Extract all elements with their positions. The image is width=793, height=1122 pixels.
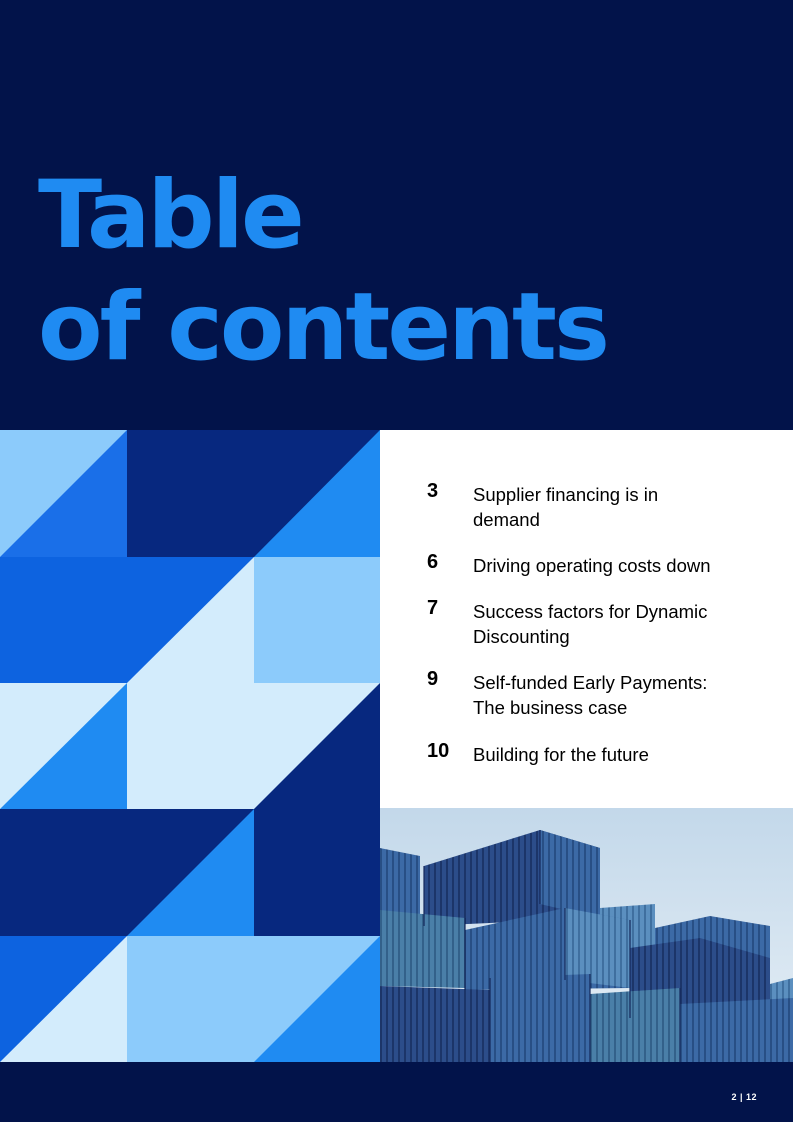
toc-page-number: 3 — [427, 480, 439, 502]
toc-entry-title-line: The business case — [473, 697, 628, 718]
page-title-line-2: of contents — [38, 273, 610, 382]
toc-entry-title: Success factors for Dynamic Discounting — [473, 599, 773, 649]
page-title: Table of contents — [38, 160, 610, 384]
toc-entry-title-line: Supplier financing is in — [473, 484, 659, 505]
toc-entry-title-line: Self-funded Early Payments: — [473, 672, 708, 693]
toc-page-number: 7 — [427, 597, 439, 619]
shipping-containers-photo — [380, 808, 793, 1062]
toc-entry-title-line: Success factors for Dynamic — [473, 601, 708, 622]
geometric-pattern-illustration — [0, 430, 380, 1062]
toc-panel: 3 Supplier financing is in demand 6 Driv… — [380, 430, 793, 808]
toc-entry-title-line: Discounting — [473, 626, 570, 647]
toc-page-number: 6 — [427, 551, 439, 573]
toc-entry-title-line: Driving operating costs down — [473, 555, 711, 576]
toc-page-number: 9 — [427, 668, 439, 690]
page-indicator: 2 | 12 — [731, 1092, 757, 1102]
toc-entry-title: Self-funded Early Payments: The business… — [473, 670, 773, 720]
toc-entry-title: Supplier financing is in demand — [473, 482, 773, 532]
toc-entry-title-line: Building for the future — [473, 744, 649, 765]
page-footer: 2 | 12 — [0, 1062, 793, 1122]
page-title-line-1: Table — [38, 161, 305, 270]
toc-entry-title: Driving operating costs down — [473, 553, 773, 578]
toc-entry-title: Building for the future — [473, 742, 773, 767]
toc-entry-title-line: demand — [473, 509, 540, 530]
toc-page-number: 10 — [427, 740, 450, 762]
